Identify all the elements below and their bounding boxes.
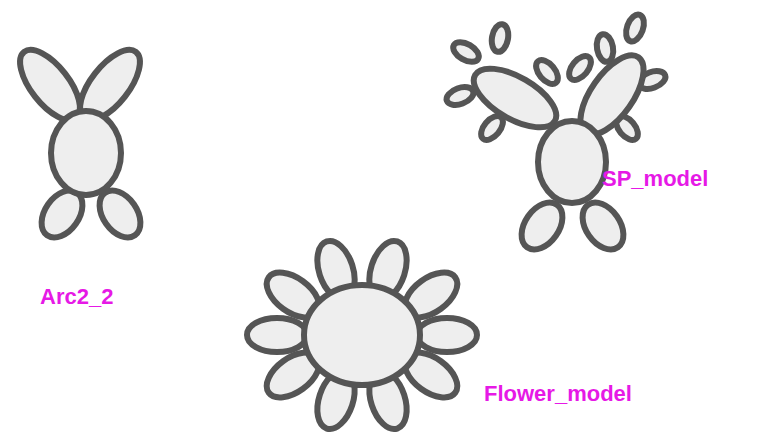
model-label: Arc2_2 [40,284,113,310]
sp-model-figure [444,12,668,257]
model-label: Flower_model [484,381,632,407]
flower-model-figure [247,236,477,434]
arc2-2-figure [9,40,151,245]
model-label: SP_model [602,166,708,192]
